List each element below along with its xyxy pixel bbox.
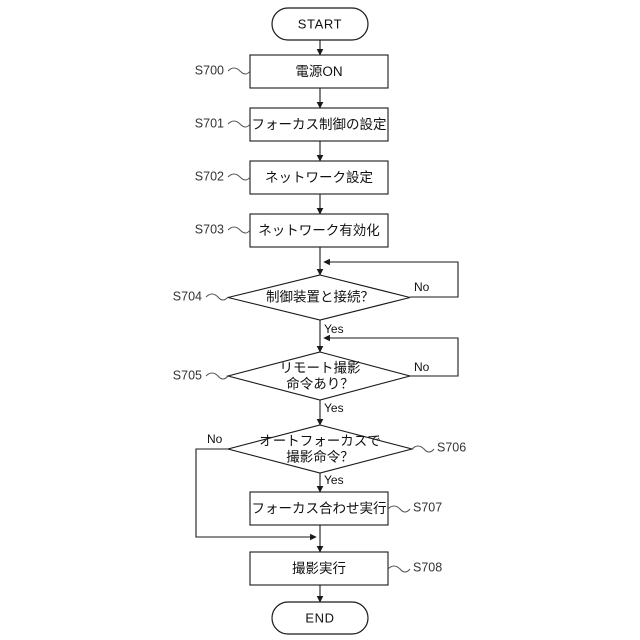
step-ref-s700: S700 bbox=[195, 63, 224, 77]
end-terminator-shape bbox=[271, 601, 369, 635]
node-s701: フォーカス制御の設定 bbox=[249, 107, 389, 142]
step-reference-leaders: S700 S701 S702 S703 S704 S705 S706 S707 bbox=[173, 63, 466, 574]
step-ref-s705: S705 bbox=[173, 368, 202, 382]
leader-s703 bbox=[227, 226, 251, 234]
connector-s706-no-loop bbox=[195, 448, 317, 541]
s703-label: ネットワーク有効化 bbox=[258, 223, 380, 238]
s706-label-line2: 撮影命令？ bbox=[286, 449, 354, 465]
s704-label: 制御装置と接続？ bbox=[266, 289, 374, 305]
node-end: END bbox=[271, 601, 369, 635]
connector-s704-no-loop bbox=[323, 258, 459, 298]
node-s700: 電源ON bbox=[249, 54, 389, 89]
connector-s705-no-loop bbox=[323, 334, 459, 377]
leader-s702 bbox=[227, 173, 251, 181]
leader-s708 bbox=[387, 565, 411, 573]
step-ref-s708: S708 bbox=[413, 560, 442, 574]
node-s703: ネットワーク有効化 bbox=[249, 213, 389, 248]
s708-label: 撮影実行 bbox=[292, 560, 346, 576]
step-ref-s707: S707 bbox=[413, 500, 442, 514]
node-s708: 撮影実行 bbox=[249, 551, 389, 586]
leader-s705 bbox=[205, 372, 229, 380]
node-s702: ネットワーク設定 bbox=[249, 160, 389, 195]
leader-s706 bbox=[411, 445, 435, 453]
s705-yes-label: Yes bbox=[324, 401, 344, 415]
node-s704: 制御装置と接続？ bbox=[227, 274, 411, 321]
s706-no-label: No bbox=[207, 432, 223, 446]
start-terminator-shape bbox=[271, 7, 369, 41]
step-ref-s704: S704 bbox=[173, 289, 202, 303]
step-ref-s706: S706 bbox=[437, 440, 466, 454]
s702-process-shape bbox=[249, 160, 389, 195]
s704-yes-label: Yes bbox=[324, 322, 344, 336]
step-ref-s701: S701 bbox=[195, 116, 224, 130]
step-ref-s703: S703 bbox=[195, 222, 224, 236]
s702-label: ネットワーク設定 bbox=[265, 170, 373, 185]
s705-label-line1: リモート撮影 bbox=[280, 360, 361, 376]
leader-s704 bbox=[205, 293, 229, 301]
s707-process-shape bbox=[249, 491, 389, 526]
branch-labels: No Yes No Yes No Yes bbox=[207, 280, 430, 487]
node-s707: フォーカス合わせ実行 bbox=[249, 491, 389, 526]
node-start: START bbox=[271, 7, 369, 41]
s705-no-label: No bbox=[414, 360, 430, 374]
start-label: START bbox=[298, 16, 342, 31]
s700-label: 電源ON bbox=[295, 64, 342, 79]
s700-process-shape bbox=[249, 54, 389, 89]
end-label: END bbox=[305, 610, 334, 625]
s706-decision-shape bbox=[225, 424, 415, 474]
node-s706: オートフォーカスで 撮影命令？ bbox=[225, 424, 415, 474]
s704-decision-shape bbox=[227, 274, 411, 321]
s701-process-shape bbox=[249, 107, 389, 142]
s707-label: フォーカス合わせ実行 bbox=[252, 501, 387, 516]
s701-label: フォーカス制御の設定 bbox=[252, 117, 387, 132]
s706-label-line1: オートフォーカスで bbox=[259, 434, 381, 449]
connectors bbox=[195, 40, 459, 603]
step-ref-s702: S702 bbox=[195, 169, 224, 183]
s706-yes-label: Yes bbox=[324, 473, 344, 487]
leader-s700 bbox=[227, 67, 251, 75]
leader-s701 bbox=[227, 120, 251, 128]
s703-process-shape bbox=[249, 213, 389, 248]
s708-process-shape bbox=[249, 551, 389, 586]
node-s705: リモート撮影 命令あり？ bbox=[225, 351, 413, 401]
s705-decision-shape bbox=[225, 351, 413, 401]
s705-label-line2: 命令あり？ bbox=[286, 376, 354, 392]
s704-no-label: No bbox=[414, 280, 430, 294]
leader-s707 bbox=[387, 505, 411, 513]
